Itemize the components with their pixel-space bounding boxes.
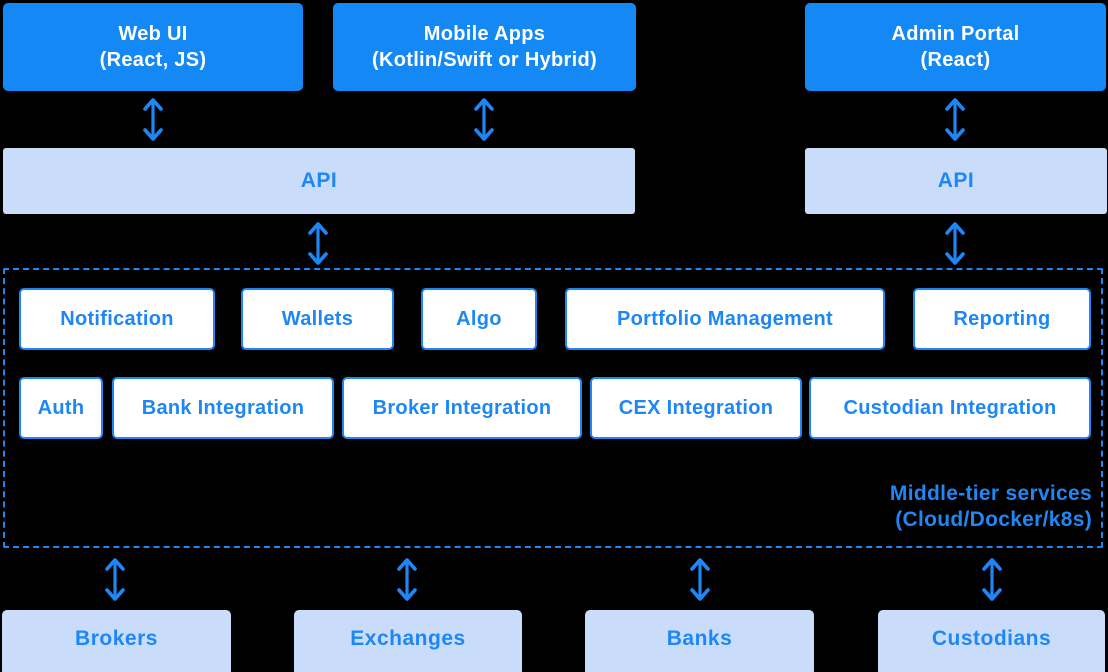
notification-label: Notification [60,307,174,330]
double-arrow-icon [944,97,966,142]
box-portfolio-management: Portfolio Management [565,288,885,350]
box-banks: Banks [585,610,814,672]
box-brokers: Brokers [2,610,231,672]
box-admin-portal-line2: (React) [920,49,991,71]
box-api-main: API [3,148,635,214]
api-admin-label: API [937,169,975,192]
box-api-admin: API [805,148,1107,214]
wallets-label: Wallets [281,307,354,330]
box-mobile-apps: Mobile Apps (Kotlin/Swift or Hybrid) [333,3,636,91]
box-web-ui-line2: (React, JS) [99,49,207,71]
brokers-label: Brokers [75,627,158,650]
exchanges-label: Exchanges [350,627,466,650]
box-cex-integration: CEX Integration [590,377,802,439]
box-bank-integration: Bank Integration [112,377,334,439]
box-admin-portal: Admin Portal (React) [805,3,1106,91]
broker-integration-label: Broker Integration [372,396,552,419]
box-mobile-apps-line1: Mobile Apps [423,23,546,45]
box-algo: Algo [421,288,537,350]
box-auth: Auth [19,377,103,439]
box-custodian-integration: Custodian Integration [809,377,1091,439]
reporting-label: Reporting [953,307,1051,330]
box-admin-portal-line1: Admin Portal [891,23,1020,45]
api-main-label: API [300,169,338,192]
middle-tier-caption-line2: (Cloud/Docker/k8s) [895,508,1092,531]
double-arrow-icon [307,221,329,266]
custodian-integration-label: Custodian Integration [843,396,1057,419]
box-exchanges: Exchanges [294,610,522,672]
box-web-ui-line1: Web UI [118,23,188,45]
box-wallets: Wallets [241,288,394,350]
box-custodians: Custodians [878,610,1105,672]
banks-label: Banks [666,627,733,650]
box-web-ui: Web UI (React, JS) [3,3,303,91]
double-arrow-icon [142,97,164,142]
middle-tier-caption: Middle-tier services (Cloud/Docker/k8s) [890,481,1092,533]
box-notification: Notification [19,288,215,350]
middle-tier-container [3,268,1103,548]
auth-label: Auth [37,396,85,419]
bank-integration-label: Bank Integration [141,396,305,419]
middle-tier-caption-line1: Middle-tier services [889,482,1092,505]
double-arrow-icon [981,557,1003,602]
algo-label: Algo [456,307,502,330]
double-arrow-icon [944,221,966,266]
box-mobile-apps-line2: (Kotlin/Swift or Hybrid) [372,49,597,71]
cex-integration-label: CEX Integration [618,396,774,419]
portfolio-management-label: Portfolio Management [616,307,833,330]
double-arrow-icon [396,557,418,602]
box-reporting: Reporting [913,288,1091,350]
double-arrow-icon [689,557,711,602]
custodians-label: Custodians [931,627,1052,650]
box-broker-integration: Broker Integration [342,377,582,439]
double-arrow-icon [104,557,126,602]
double-arrow-icon [473,97,495,142]
